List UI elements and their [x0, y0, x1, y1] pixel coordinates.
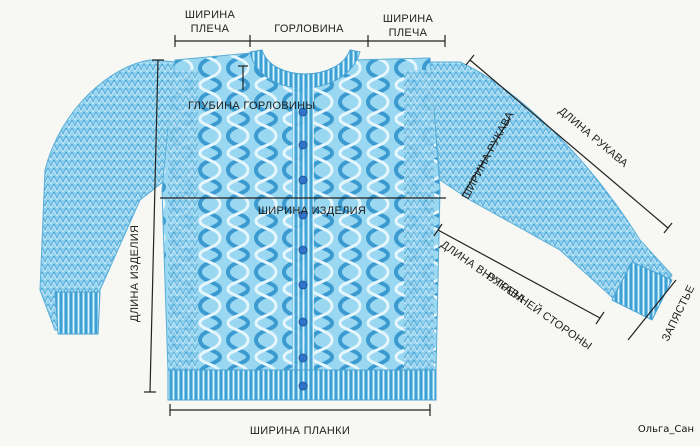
button-band [292, 84, 314, 374]
button [298, 280, 308, 290]
left-side-panel [168, 70, 198, 370]
wrist-line [627, 279, 677, 341]
buttons [298, 107, 308, 391]
button [298, 353, 308, 363]
label-shoulder-width-left: ШИРИНА [185, 9, 236, 21]
button [298, 210, 308, 220]
button [298, 107, 308, 117]
button [298, 175, 308, 185]
label-body-width: ШИРИНА ИЗДЕЛИЯ [258, 205, 366, 217]
collar [249, 49, 361, 89]
sleeve-width-line [461, 117, 511, 197]
inner-sleeve-length-line [437, 229, 601, 319]
label-neck-depth: ГЛУБИНА ГОРЛОВИНЫ [188, 100, 315, 112]
button [298, 317, 308, 327]
sleeve-length-line [469, 59, 669, 229]
label-body-length: ДЛИНА ИЗДЕЛИЯ [129, 225, 141, 322]
label-shoulder-width-right-2: ПЛЕЧА [389, 27, 428, 39]
button [298, 381, 308, 391]
right-side-panel [404, 70, 434, 370]
right-cuff [611, 261, 673, 321]
button [298, 245, 308, 255]
left-cuff [54, 291, 101, 335]
body-length-line [149, 59, 159, 393]
watermark: Ольга_Сан [638, 424, 694, 435]
button [298, 140, 308, 150]
label-shoulder-width-left-2: ПЛЕЧА [191, 23, 230, 35]
label-waistband-width: ШИРИНА ПЛАНКИ [250, 425, 350, 437]
label-neckline: ГОРЛОВИНА [274, 23, 344, 35]
measure-lines [144, 35, 677, 416]
label-inner-sleeve-length-2: РУКАВА [484, 271, 527, 306]
label-shoulder-width-right: ШИРИНА [383, 13, 434, 25]
